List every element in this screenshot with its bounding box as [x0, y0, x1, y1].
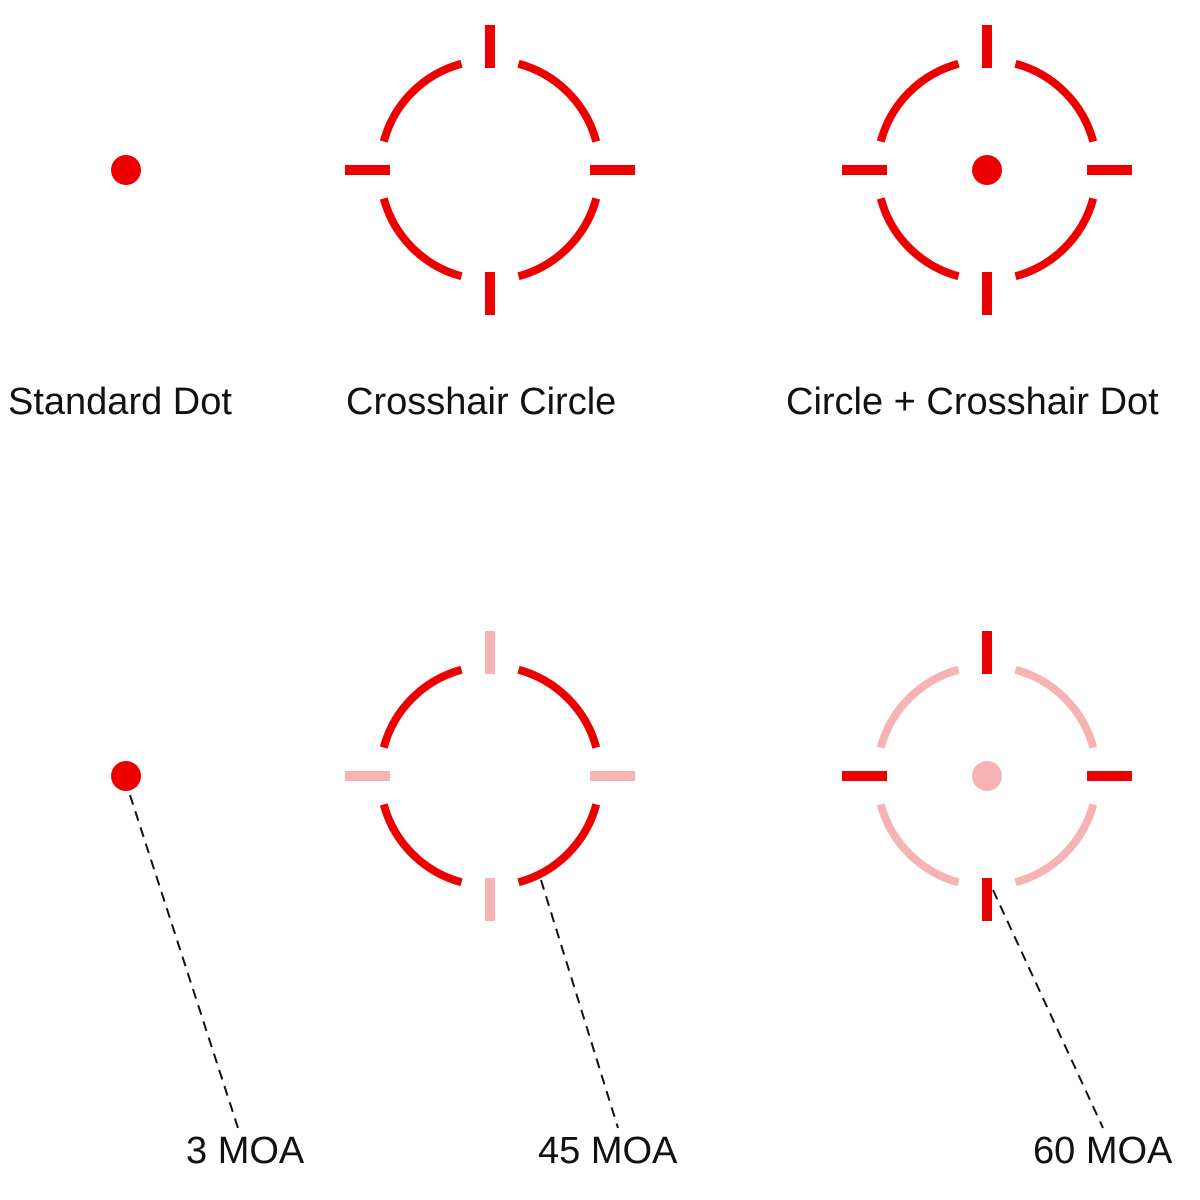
reticle-ticks: [345, 631, 635, 921]
combo-size-reticle: [842, 631, 1132, 921]
reticle-arc: [1014, 197, 1098, 281]
circle-crosshair-dot-label: Circle + Crosshair Dot: [786, 381, 1159, 423]
reticle-circle-arcs: [876, 665, 1098, 887]
reticle-circle-arcs: [379, 59, 601, 281]
reticle-center-dot: [972, 761, 1002, 791]
reticle-center-dot: [111, 761, 141, 791]
reticle-ticks: [345, 25, 635, 315]
reticle-center-dot: [111, 155, 141, 185]
leader-line-dot: [129, 794, 239, 1129]
reticle-arc: [517, 197, 601, 281]
reticle-arc: [876, 59, 960, 143]
reticle-arc: [517, 59, 601, 143]
reticle-center-dot: [972, 155, 1002, 185]
reticle-arc: [379, 665, 463, 749]
circle-size-label: 60 MOA: [1033, 1130, 1173, 1172]
crosshair-size-reticle: [345, 631, 635, 921]
dot-size-label: 3 MOA: [186, 1130, 305, 1172]
reticle-ticks: [842, 631, 1132, 921]
standard-dot-label: Standard Dot: [8, 381, 232, 423]
reticle-arc: [1014, 665, 1098, 749]
crosshair-circle-label: Crosshair Circle: [346, 381, 616, 423]
reticle-circle-arcs: [379, 665, 601, 887]
circle-crosshair-dot-reticle: [842, 25, 1132, 315]
dot-size-reticle: [111, 761, 141, 791]
reticle-arc: [379, 197, 463, 281]
reticle-arc: [379, 803, 463, 887]
crosshair-circle-reticle: [345, 25, 635, 315]
reticle-arc: [517, 665, 601, 749]
standard-dot-reticle: [111, 155, 141, 185]
reticle-arc: [876, 665, 960, 749]
reticle-arc: [876, 197, 960, 281]
reticle-arc: [1014, 803, 1098, 887]
leader-line-circle: [992, 889, 1104, 1129]
leader-line-ticks: [540, 879, 619, 1129]
reticle-arc: [379, 59, 463, 143]
reticle-arc: [1014, 59, 1098, 143]
reticle-arc: [517, 803, 601, 887]
reticle-arc: [876, 803, 960, 887]
reticle-circle-arcs: [876, 59, 1098, 281]
ticks-size-label: 45 MOA: [538, 1130, 678, 1172]
reticle-ticks: [842, 25, 1132, 315]
